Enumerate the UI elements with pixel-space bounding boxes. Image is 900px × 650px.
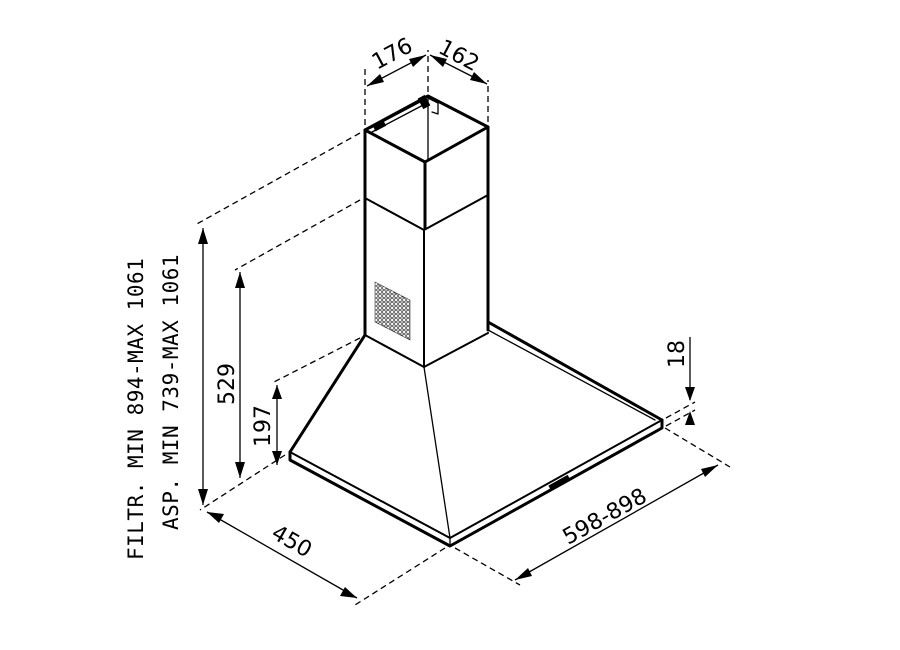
extraction-range-note: ASP. MIN 739-MAX 1061: [159, 254, 183, 530]
dim-18-label: 18: [665, 340, 690, 368]
dim-450: 450: [206, 511, 446, 606]
mounting-bracket: [369, 94, 439, 133]
dim-overall-height: [198, 228, 208, 505]
dim-529-label: 529: [215, 363, 240, 405]
canopy: [288, 320, 664, 539]
bottom-rim: [288, 418, 664, 548]
dim-197: 197: [251, 385, 282, 465]
dim-598-898-label: 598-898: [559, 484, 652, 550]
dim-176-label: 176: [368, 34, 417, 76]
dim-18: 18: [665, 337, 696, 427]
grille: [374, 281, 411, 341]
dim-162-label: 162: [434, 35, 483, 77]
chimney-upper: [363, 94, 490, 230]
dim-529: 529: [215, 272, 245, 478]
chimney-lower: [363, 191, 490, 368]
dim-598-898: 598-898: [454, 427, 731, 586]
dim-chimney-top: 176 162: [364, 34, 489, 125]
control-panel: [548, 474, 571, 490]
dim-450-label: 450: [267, 521, 316, 564]
dim-197-label: 197: [251, 405, 276, 447]
filter-range-note: FILTR. MIN 894-MAX 1061: [124, 258, 148, 560]
